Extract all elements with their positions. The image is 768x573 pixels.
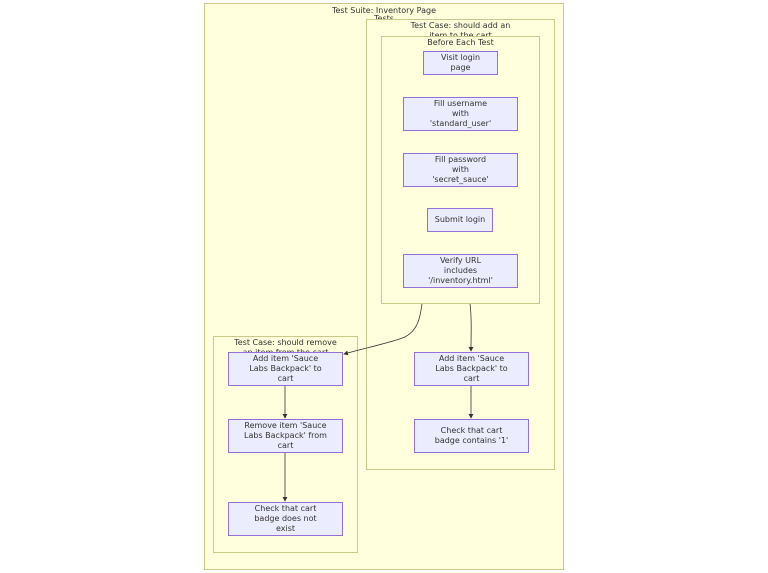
node-visit-login: Visit login page <box>423 51 498 75</box>
node-submit-login: Submit login <box>427 208 493 232</box>
node-fill-username: Fill username with 'standard_user' <box>403 97 518 131</box>
node-fill-password: Fill password with 'secret_sauce' <box>403 153 518 187</box>
node-remove-item: Remove item 'Sauce Labs Backpack' from c… <box>228 419 343 453</box>
case-add-title: Test Case: should add an item to the car… <box>410 21 511 39</box>
node-check-badge-1: Check that cart badge contains '1' <box>414 419 529 453</box>
suite-title: Test Suite: Inventory Page <box>331 6 437 15</box>
node-check-no-badge: Check that cart badge does not exist <box>228 502 343 536</box>
tests-group-title: Tests <box>350 14 418 23</box>
before-each-title: Before Each Test <box>427 38 494 47</box>
node-add-item-case-add: Add item 'Sauce Labs Backpack' to cart <box>414 352 529 386</box>
node-add-item-case-remove: Add item 'Sauce Labs Backpack' to cart <box>228 352 343 386</box>
node-verify-url: Verify URL includes '/inventory.html' <box>403 254 518 288</box>
